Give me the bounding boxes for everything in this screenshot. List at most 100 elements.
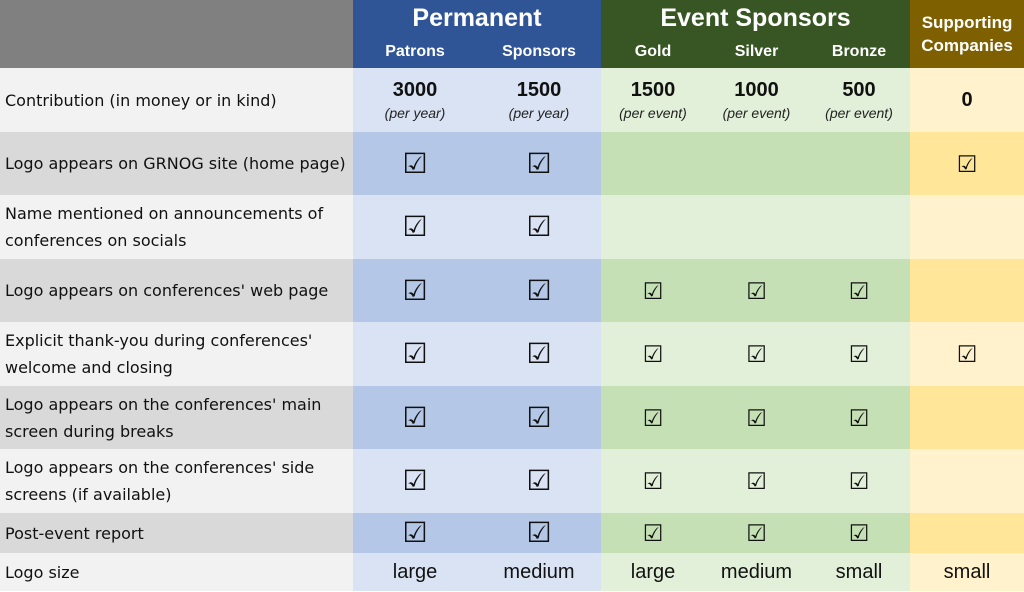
row-label-line: welcome and closing [5,358,173,377]
check-cell-patrons: ☑ [353,259,477,322]
checkbox-checked-icon: ☑ [848,520,870,546]
checkbox-checked-icon: ☑ [642,468,664,494]
checkbox-checked-icon: ☑ [642,341,664,367]
subheader-patrons: Patrons [353,36,477,68]
contribution-cell-sponsors: 1500 (per year) [477,68,601,132]
contribution-amount: 1500 [516,79,562,101]
checkbox-checked-icon: ☑ [746,404,767,431]
contribution-amount: 0 [961,89,973,111]
checkbox-checked-icon: ☑ [402,338,428,369]
check-cell-supporting [910,259,1024,322]
check-cell-sponsors: ☑ [477,195,601,259]
check-cell-patrons: ☑ [353,195,477,259]
check-cell-silver: ☑ [705,322,808,386]
row-label-logo-size: Logo size [0,553,353,591]
checkbox-checked-icon: ☑ [526,401,552,433]
checkbox-checked-icon: ☑ [642,404,664,431]
corner-header-cell [0,0,353,68]
logo-size-patrons: large [353,553,477,591]
check-cell-gold [601,195,705,259]
contribution-period: (per event) [619,105,687,121]
check-cell-bronze: ☑ [808,259,911,322]
check-cell-bronze: ☑ [808,449,911,513]
checkbox-checked-icon: ☑ [402,274,428,306]
logo-size-bronze: small [808,553,911,591]
check-cell-silver: ☑ [705,449,808,513]
checkbox-checked-icon: ☑ [526,517,552,548]
check-cell-silver: ☑ [705,386,808,449]
check-cell-gold: ☑ [601,513,705,553]
checkbox-checked-icon: ☑ [402,465,428,496]
benefit-row: Post-event report ☑ ☑ ☑ ☑ ☑ [0,513,1024,553]
checkbox-checked-icon: ☑ [526,338,552,369]
check-cell-silver: ☑ [705,513,808,553]
benefit-row: Name mentioned on announcements of confer… [0,195,1024,259]
supporting-header-line2: Companies [921,36,1013,55]
contribution-cell-silver: 1000 (per event) [705,68,808,132]
subheader-silver: Silver [705,36,808,68]
check-cell-bronze: ☑ [808,386,911,449]
checkbox-checked-icon: ☑ [848,277,870,304]
supporting-header-line1: Supporting [921,13,1013,32]
checkbox-checked-icon: ☑ [848,341,870,367]
row-label: Logo appears on the conferences' main scr… [0,386,353,449]
check-cell-sponsors: ☑ [477,386,601,449]
contribution-period: (per event) [825,105,893,121]
check-cell-gold: ☑ [601,386,705,449]
row-label-line: Explicit thank-you during conferences' [5,331,313,350]
check-cell-supporting [910,513,1024,553]
row-label-line: screen during breaks [5,421,174,441]
row-label-line: conferences on socials [5,231,187,250]
checkbox-checked-icon: ☑ [956,341,978,367]
row-label-line: Name mentioned on announcements of [5,204,324,223]
checkbox-checked-icon: ☑ [402,517,428,548]
check-cell-sponsors: ☑ [477,449,601,513]
check-cell-sponsors: ☑ [477,513,601,553]
checkbox-checked-icon: ☑ [746,277,767,304]
row-label-line: Post-event report [5,523,144,543]
row-label-line: Logo appears on the conferences' main [5,394,322,414]
check-cell-bronze [808,195,911,259]
contribution-cell-gold: 1500 (per event) [601,68,705,132]
contribution-row: Contribution (in money or in kind) 3000 … [0,68,1024,132]
check-cell-patrons: ☑ [353,386,477,449]
check-cell-silver: ☑ [705,259,808,322]
row-label-line: screens (if available) [5,485,172,504]
check-cell-gold: ☑ [601,259,705,322]
check-cell-supporting: ☑ [910,132,1024,195]
checkbox-checked-icon: ☑ [402,211,428,242]
benefit-row: Explicit thank-you during conferences' we… [0,322,1024,386]
logo-size-silver: medium [705,553,808,591]
row-label: Explicit thank-you during conferences' we… [0,322,353,386]
checkbox-checked-icon: ☑ [746,341,767,367]
contribution-period: (per year) [508,105,570,121]
check-cell-sponsors: ☑ [477,322,601,386]
checkbox-checked-icon: ☑ [642,520,664,546]
check-cell-patrons: ☑ [353,322,477,386]
checkbox-checked-icon: ☑ [402,401,428,433]
row-label: Logo appears on GRNOG site (home page) [0,132,353,195]
row-label: Logo appears on conferences' web page [0,259,353,322]
subheader-bronze: Bronze [808,36,911,68]
contribution-cell-supporting: 0 [910,68,1024,132]
checkbox-checked-icon: ☑ [526,465,552,496]
supporting-companies-header: Supporting Companies [910,0,1024,68]
event-sponsors-header: Event Sponsors [601,0,911,36]
contribution-amount: 500 [842,79,876,101]
row-label-contribution: Contribution (in money or in kind) [0,68,353,132]
checkbox-checked-icon: ☑ [526,211,552,242]
contribution-cell-bronze: 500 (per event) [808,68,911,132]
checkbox-checked-icon: ☑ [848,468,870,494]
benefit-row: Logo appears on the conferences' main scr… [0,386,1024,449]
contribution-period: (per year) [384,105,446,121]
subheader-gold: Gold [601,36,705,68]
permanent-header: Permanent [353,0,601,36]
subheader-sponsors: Sponsors [477,36,601,68]
check-cell-patrons: ☑ [353,513,477,553]
checkbox-checked-icon: ☑ [402,147,428,179]
checkbox-checked-icon: ☑ [956,150,978,177]
checkbox-checked-icon: ☑ [746,468,767,494]
contribution-period: (per event) [722,105,791,121]
checkbox-checked-icon: ☑ [642,277,664,304]
